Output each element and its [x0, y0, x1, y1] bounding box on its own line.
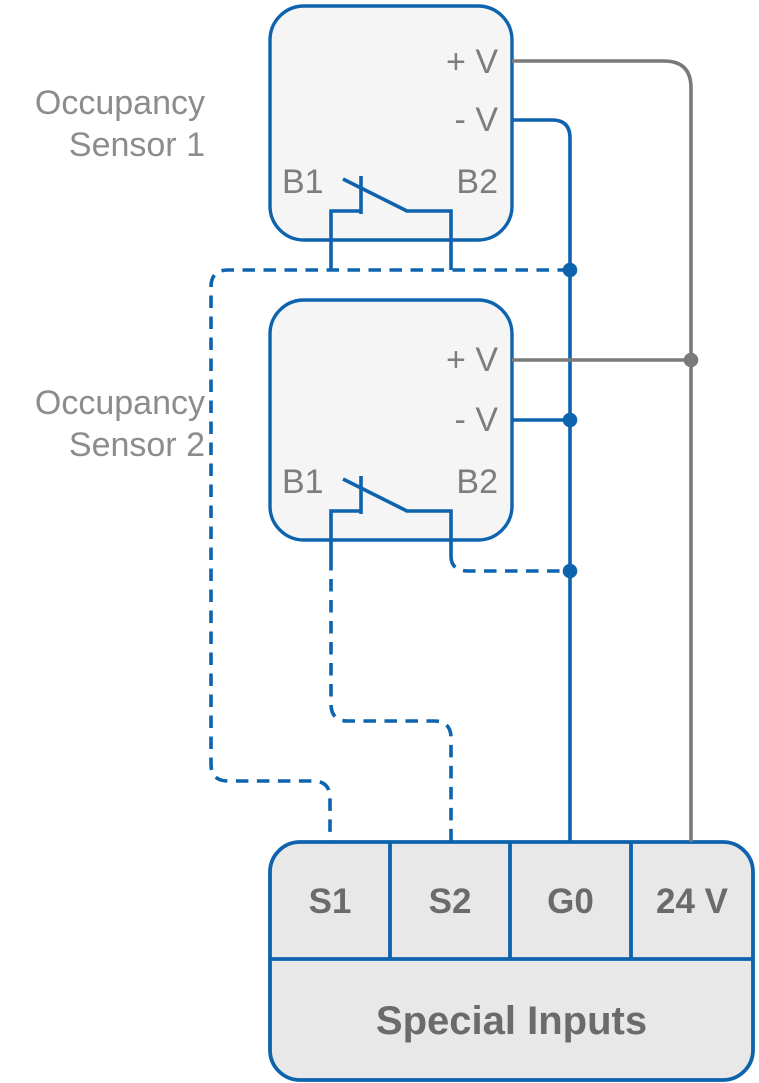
wire-sensor1-b1-to-s1 — [209, 268, 570, 842]
terminal-dividers — [270, 842, 753, 961]
sensor2-pin-minusv: - V — [454, 401, 498, 439]
sensor2-pin-plusv: + V — [446, 341, 498, 379]
sensor1-pin-minusv: - V — [454, 101, 498, 139]
sensor1-pin-plusv: + V — [446, 43, 498, 81]
sensor1-name-line1: Occupancy — [34, 84, 205, 122]
sensor2-switch-icon — [329, 476, 453, 558]
sensor1-box — [268, 4, 514, 242]
junction-dot-plusv-bus — [683, 352, 699, 368]
sensor1-name: Occupancy Sensor 1 — [0, 82, 205, 166]
sensor1-switch-icon — [329, 176, 453, 270]
terminal-s1: S1 — [308, 882, 352, 921]
terminal-24v: 24 V — [656, 882, 728, 921]
sensor2-pin-b2: B2 — [456, 463, 498, 501]
wire-sensor1-minusv-to-g0 — [512, 118, 572, 842]
junction-dot-minusv-bus — [562, 412, 578, 428]
sensor2-name-line2: Sensor 2 — [68, 426, 205, 464]
junction-dot-sensor2-b2 — [562, 563, 578, 579]
terminal-s2: S2 — [428, 882, 472, 921]
sensor2-name: Occupancy Sensor 2 — [0, 382, 205, 466]
special-inputs-label: Special Inputs — [375, 999, 648, 1043]
junction-dot-b2-bus — [562, 262, 578, 278]
wire-sensor2-b2-to-g0bus — [449, 555, 570, 573]
terminal-g0: G0 — [547, 882, 594, 921]
sensor2-name-line1: Occupancy — [34, 384, 205, 422]
sensor2-pin-b1: B1 — [282, 463, 324, 501]
wire-sensor1-plusv-to-24v — [512, 59, 693, 842]
sensor1-pin-b1: B1 — [282, 163, 324, 201]
wire-sensor2-b1-to-s2 — [329, 558, 453, 842]
sensor1-pin-b2: B2 — [456, 163, 498, 201]
sensor1-name-line2: Sensor 1 — [68, 126, 205, 164]
